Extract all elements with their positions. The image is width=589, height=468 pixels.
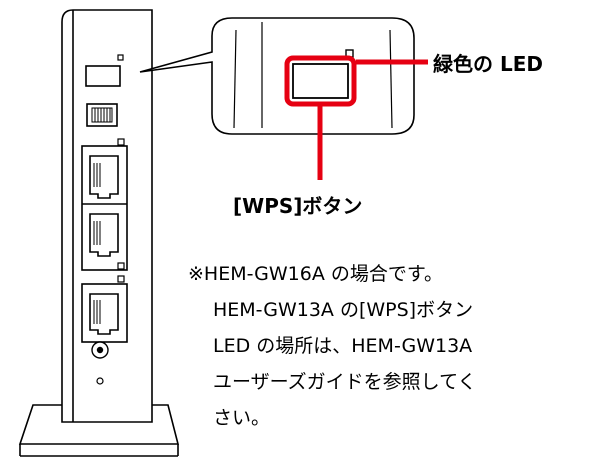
note-line: ユーザーズガイドを参照してく xyxy=(213,371,477,393)
power-jack xyxy=(91,341,109,359)
model-note: ※HEM-GW16A の場合です。 HEM-GW13A の[WPS]ボタン LE… xyxy=(188,256,589,456)
lan-port-pins xyxy=(93,163,101,245)
wps-button-small xyxy=(85,65,121,87)
wan-port-pins xyxy=(93,300,101,324)
led-indicator-small xyxy=(117,54,124,61)
note-line: ※HEM-GW16A の場合です。 xyxy=(188,263,443,285)
note-line: HEM-GW13A の[WPS]ボタン xyxy=(213,299,474,321)
wps-button-label: [WPS]ボタン xyxy=(233,194,363,218)
wan-port xyxy=(81,275,128,343)
slide-switch xyxy=(86,103,118,127)
zoom-callout-detail xyxy=(233,22,393,129)
note-line: LED の場所は、HEM-GW13A xyxy=(213,335,473,357)
led-label: 緑色の LED xyxy=(433,52,543,76)
reset-hole xyxy=(96,377,104,385)
note-line: さい。 xyxy=(213,407,271,429)
wps-button-zoomed xyxy=(292,63,349,99)
lan-ports xyxy=(81,138,128,271)
zoom-callout xyxy=(139,17,415,135)
